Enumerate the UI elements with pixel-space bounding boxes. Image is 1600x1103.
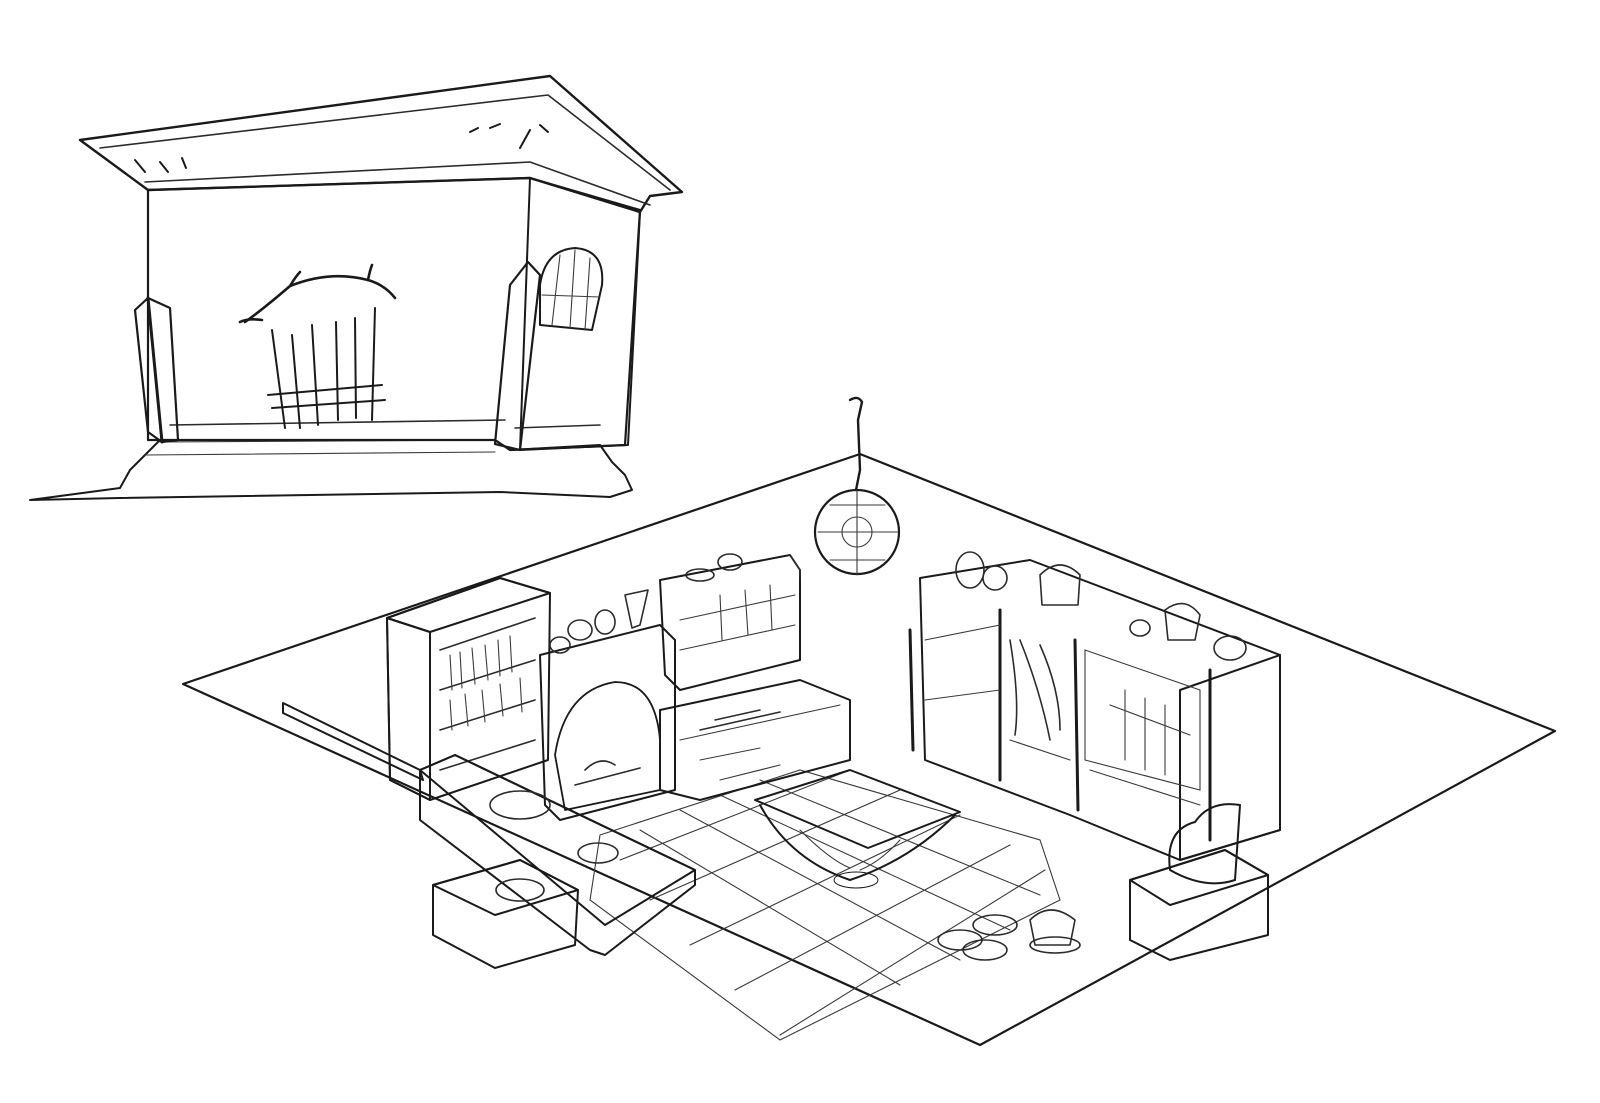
interior-display-table — [754, 769, 961, 889]
interior-fireplace — [539, 624, 676, 821]
interior-jars — [549, 553, 743, 654]
interior-back-counter — [659, 679, 851, 801]
interior-crate-right — [1129, 803, 1269, 961]
interior-floor — [181, 452, 1557, 1047]
facade-wall — [146, 176, 642, 452]
hanging-lamp — [783, 396, 933, 610]
interior-right-shelves — [908, 559, 1281, 861]
facade-roof — [78, 74, 684, 214]
interior-crate-left — [432, 859, 579, 969]
interior-upper-cabinet — [659, 554, 801, 691]
interior-pots — [955, 551, 1247, 661]
facade-door-right — [493, 260, 542, 452]
facade-window-arched — [539, 247, 604, 331]
interior-bookshelf — [386, 577, 551, 801]
interior-tile-floor — [589, 769, 1061, 1041]
interior-round-boxes — [937, 909, 1081, 961]
shop-facade-exterior — [29, 74, 684, 501]
shop-interior-isometric — [181, 396, 1557, 1047]
interior-front-counter — [419, 754, 696, 956]
facade-gate — [238, 263, 397, 429]
